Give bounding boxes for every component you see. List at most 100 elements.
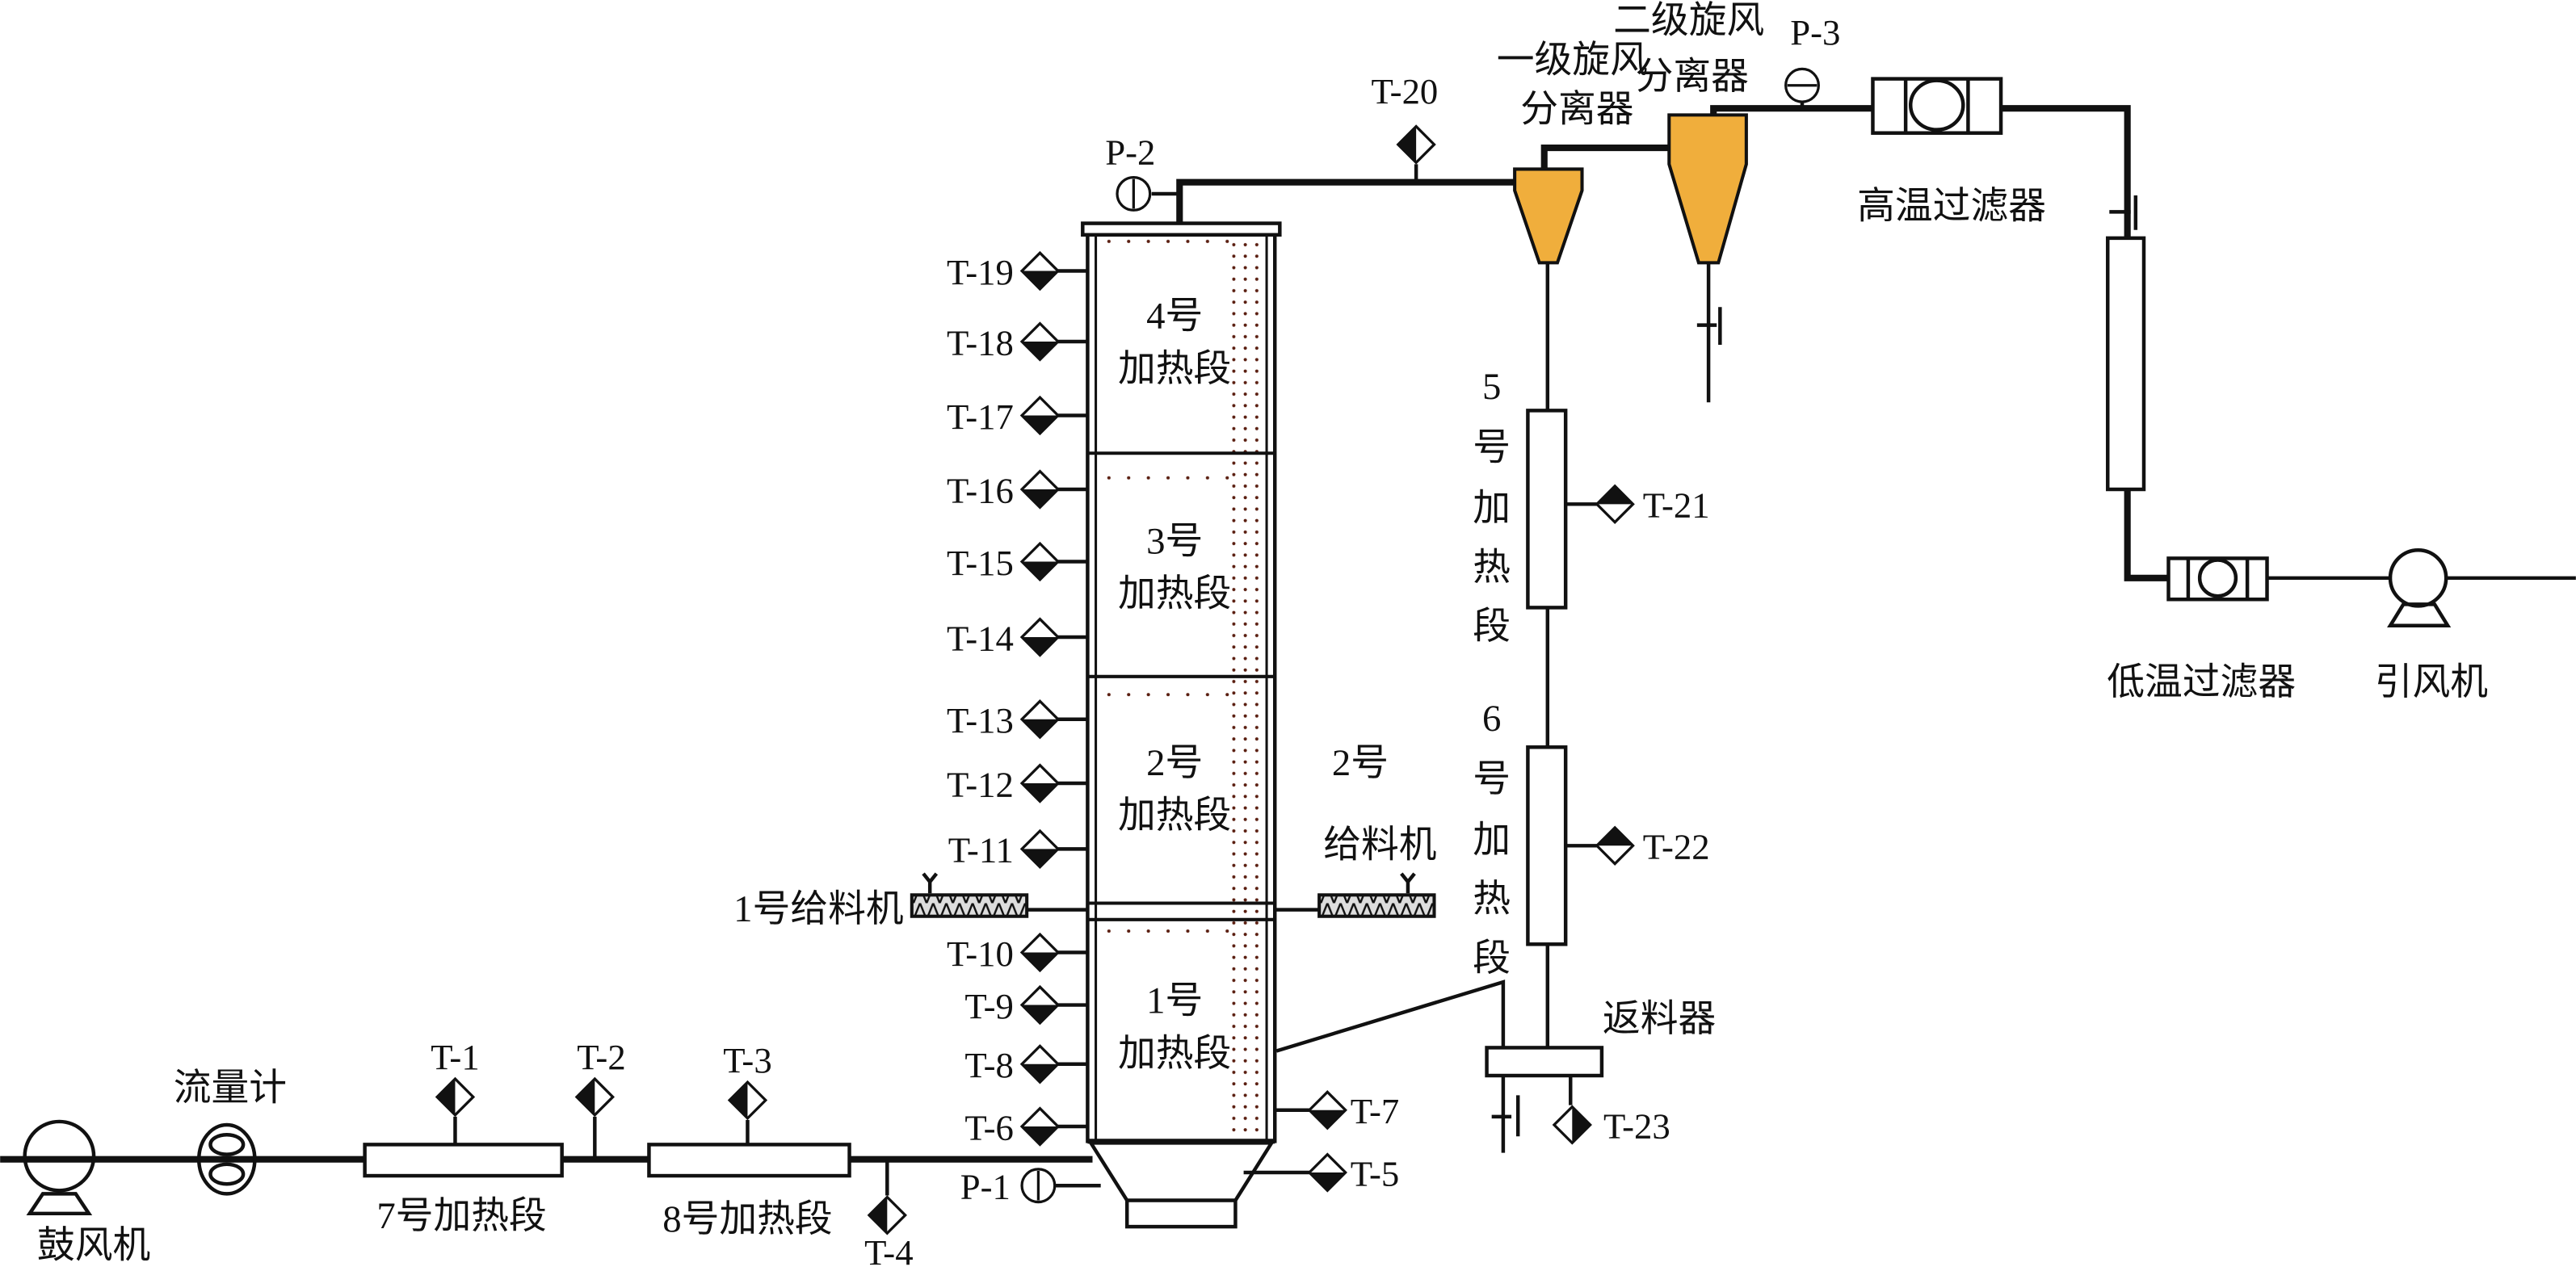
low-temp-filter <box>2166 556 2269 602</box>
section-2-label-2: 加热段 <box>1118 795 1231 837</box>
temperature-sensor-icon <box>1019 1044 1061 1084</box>
feeder-1-label: 1号给料机 <box>733 888 903 930</box>
temperature-sensor-label: T-19 <box>947 252 1014 292</box>
cyclone-1-label-2: 分离器 <box>1520 88 1633 130</box>
temperature-sensor-icon <box>867 1195 907 1235</box>
temperature-sensor-icon <box>1307 1090 1347 1130</box>
temperature-sensor-icon <box>1595 484 1635 524</box>
flowmeter-label: 流量计 <box>174 1068 287 1110</box>
heater-7-label: 7号加热段 <box>376 1195 546 1237</box>
temperature-sensor-label: T-2 <box>577 1037 625 1077</box>
temperature-sensor-icon <box>1019 395 1061 436</box>
heater-label-char: 5 <box>1482 366 1501 408</box>
temperature-sensor-label: T-8 <box>964 1045 1013 1085</box>
temperature-sensor-label: T-23 <box>1603 1105 1670 1146</box>
valve-icon <box>2109 195 2138 230</box>
outlet-pipe <box>1176 178 1519 224</box>
temperature-sensor-icon <box>1396 124 1436 165</box>
cyclone-2-label-1: 二级旋风 <box>1613 0 1764 42</box>
cyclone-2 <box>1667 113 1748 265</box>
blower-icon <box>23 1119 96 1216</box>
section-3-label-1: 3号 <box>1146 520 1203 562</box>
temperature-sensor-icon <box>1019 250 1061 292</box>
temperature-sensor-label: T-6 <box>964 1107 1013 1147</box>
temperature-sensor-icon <box>1019 699 1061 740</box>
temperature-sensor-label: T-1 <box>431 1037 479 1077</box>
temperature-sensor-icon <box>1019 1106 1061 1147</box>
temperature-sensor-label: T-3 <box>723 1040 771 1080</box>
feeder-2-label-2: 给料机 <box>1323 824 1436 866</box>
pressure-gauge-icon <box>1784 67 1820 103</box>
blower-label: 鼓风机 <box>37 1225 150 1267</box>
high-temp-filter <box>1871 77 2003 135</box>
heater-label-char: 6 <box>1482 698 1501 740</box>
temperature-sensor-label: T-20 <box>1371 71 1438 111</box>
cyclone-1-label-1: 一级旋风 <box>1497 39 1648 81</box>
return-leg-pipe <box>1275 979 1506 1053</box>
temperature-sensor-label: T-13 <box>947 700 1014 740</box>
feeder-2-label-1: 2号 <box>1332 742 1389 784</box>
heater-5 <box>1526 409 1568 610</box>
temperature-sensor-icon <box>1019 828 1061 870</box>
feeder-1 <box>910 872 1088 918</box>
temperature-sensor-icon <box>1019 321 1061 362</box>
temperature-sensor-label: T-22 <box>1643 827 1710 867</box>
temperature-sensor-icon <box>435 1076 476 1118</box>
high-temp-filter-label: 高温过滤器 <box>1857 185 2046 227</box>
temperature-sensor-icon <box>1019 617 1061 657</box>
cyclone-2-valve-icon <box>1696 307 1722 346</box>
return-feeder <box>1485 1046 1604 1078</box>
section-2-label-1: 2号 <box>1146 742 1203 784</box>
temperature-sensor-icon <box>1019 469 1061 510</box>
pressure-sensor-label: P-3 <box>1790 12 1840 52</box>
temperature-sensor-icon <box>1552 1105 1592 1145</box>
cyclone-1 <box>1513 167 1584 265</box>
temperature-sensor-icon <box>574 1076 615 1118</box>
heater-8-label: 8号加热段 <box>662 1198 832 1240</box>
temperature-sensor-icon <box>1307 1152 1347 1193</box>
pressure-sensor-label: P-1 <box>960 1167 1011 1207</box>
heater-label-char: 号 <box>1473 426 1511 468</box>
section-4-label-1: 4号 <box>1146 296 1203 338</box>
feeder-2 <box>1275 872 1436 918</box>
heater-label-char: 号 <box>1473 758 1511 800</box>
heater-label-char: 段 <box>1473 938 1511 979</box>
riser-column <box>1081 221 1282 1229</box>
temperature-sensor-label: T-21 <box>1643 485 1710 526</box>
heater-label-char: 加 <box>1473 819 1511 861</box>
temperature-sensor-label: T-12 <box>947 764 1014 804</box>
return-valve-icon <box>1491 1095 1520 1137</box>
flowmeter-icon <box>196 1122 257 1196</box>
return-feeder-label: 返料器 <box>1603 998 1716 1040</box>
heater-6 <box>1526 745 1568 946</box>
temperature-sensor-label: T-14 <box>947 618 1014 658</box>
induced-fan-icon <box>2387 548 2452 628</box>
temperature-sensor-icon <box>1019 932 1061 973</box>
temperature-sensor-label: T-16 <box>947 470 1014 510</box>
temperature-sensor-label: T-18 <box>947 322 1014 363</box>
heater-label-char: 加 <box>1473 488 1511 530</box>
heater-label-char: 热 <box>1473 547 1511 589</box>
temperature-sensor-label: T-15 <box>947 543 1014 583</box>
heater-7 <box>363 1143 564 1178</box>
cyclone-2-label-2: 分离器 <box>1636 56 1749 98</box>
induced-fan-label: 引风机 <box>2375 661 2488 703</box>
temperature-sensor-icon <box>1019 984 1061 1026</box>
pressure-sensor-label: P-2 <box>1105 132 1155 172</box>
temperature-sensor-icon <box>1595 825 1635 866</box>
temperature-sensor-icon <box>727 1080 768 1121</box>
cooler <box>2106 236 2146 492</box>
heater-8 <box>647 1143 851 1178</box>
heater-label-char: 段 <box>1473 606 1511 648</box>
temperature-sensor-label: T-10 <box>947 933 1014 974</box>
temperature-sensor-label: T-11 <box>948 830 1014 870</box>
low-temp-filter-label: 低温过滤器 <box>2107 661 2296 703</box>
section-1-label-1: 1号 <box>1146 980 1203 1022</box>
section-1-label-2: 加热段 <box>1118 1033 1231 1075</box>
heater-5-label: 5 号加热段 <box>1473 366 1511 648</box>
pressure-gauge-icon <box>1020 1168 1057 1204</box>
temperature-sensor-label: T-9 <box>964 986 1013 1026</box>
